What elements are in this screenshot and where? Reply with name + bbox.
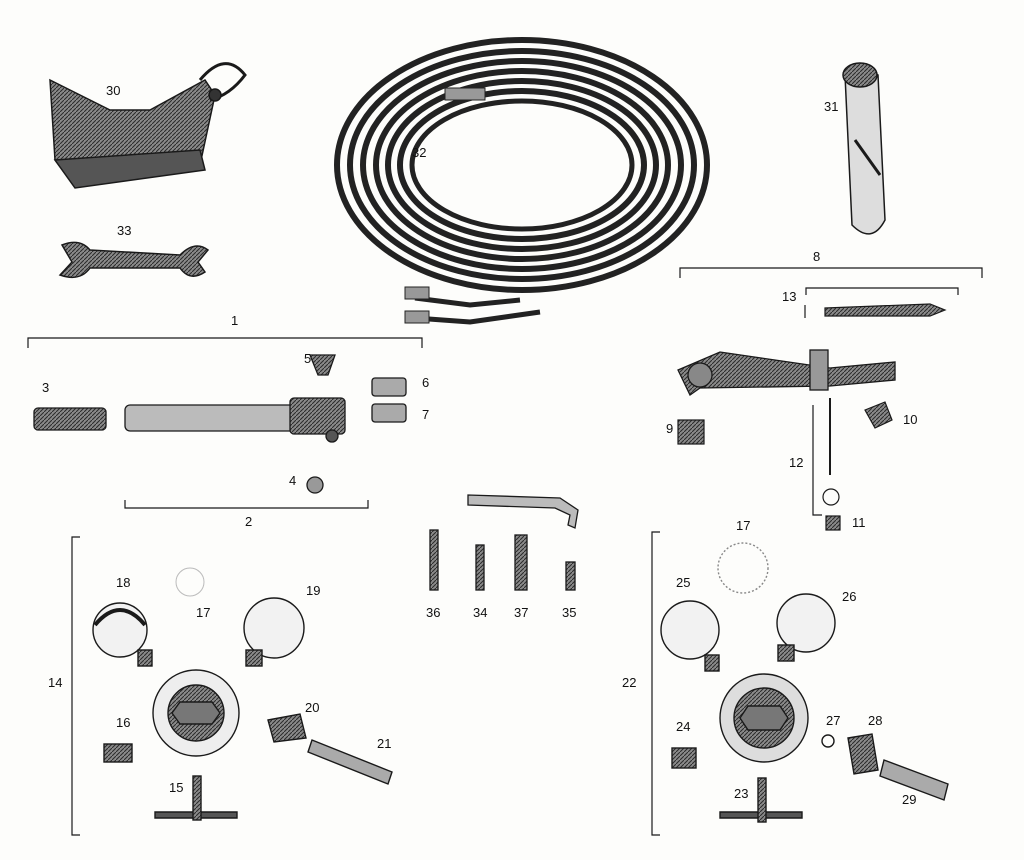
callout-31: 31	[824, 99, 839, 114]
callout-29: 29	[902, 792, 917, 807]
part-13-tip	[804, 303, 947, 318]
callout-7: 7	[422, 407, 430, 422]
callout-32: 32	[412, 145, 427, 160]
callout-23: 23	[734, 786, 749, 801]
part-12-stem	[812, 398, 840, 516]
callout-15: 15	[169, 780, 184, 795]
callout-18: 18	[116, 575, 131, 590]
callout-14: 14	[48, 675, 63, 690]
callout-17-right: 17	[736, 518, 751, 533]
callout-1: 1	[231, 313, 239, 328]
callout-13: 13	[782, 289, 797, 304]
callout-22: 22	[622, 675, 637, 690]
bracket-22	[651, 531, 660, 836]
bracket-2	[124, 500, 369, 509]
callout-28: 28	[868, 713, 883, 728]
part-30-holder	[49, 62, 247, 189]
callout-12: 12	[789, 455, 804, 470]
callout-24: 24	[676, 719, 691, 734]
callout-20: 20	[305, 700, 320, 715]
callout-34: 34	[473, 605, 488, 620]
callout-16: 16	[116, 715, 131, 730]
callout-19: 19	[306, 583, 321, 598]
callout-6: 6	[422, 375, 430, 390]
callout-2: 2	[245, 514, 253, 529]
regulator-22	[660, 542, 949, 823]
part-31-striker	[842, 62, 886, 235]
callout-33: 33	[117, 223, 132, 238]
callout-10: 10	[903, 412, 918, 427]
callout-5: 5	[304, 351, 312, 366]
callout-27: 27	[826, 713, 841, 728]
bracket-14	[71, 536, 80, 836]
small-parts-9-10-11	[677, 401, 893, 531]
parts-34-37	[429, 494, 579, 591]
part-17-gasket-left	[175, 567, 205, 597]
callout-17-left: 17	[196, 605, 211, 620]
callout-11: 11	[852, 515, 866, 530]
torch-handle-assembly	[33, 354, 407, 494]
part-8-cutting-attachment	[677, 349, 896, 396]
regulator-14	[92, 597, 393, 821]
bracket-1	[27, 337, 423, 348]
bracket-8	[679, 267, 983, 295]
callout-4: 4	[289, 473, 297, 488]
part-33-wrench	[58, 241, 210, 279]
callout-36: 36	[426, 605, 441, 620]
callout-25: 25	[676, 575, 691, 590]
callout-30: 30	[106, 83, 121, 98]
callout-3: 3	[42, 380, 50, 395]
callout-26: 26	[842, 589, 857, 604]
callout-35: 35	[562, 605, 577, 620]
callout-37: 37	[514, 605, 529, 620]
callout-8: 8	[813, 249, 821, 264]
part-32-hose-coil	[334, 37, 710, 325]
callout-9: 9	[666, 421, 674, 436]
callout-21: 21	[377, 736, 392, 751]
